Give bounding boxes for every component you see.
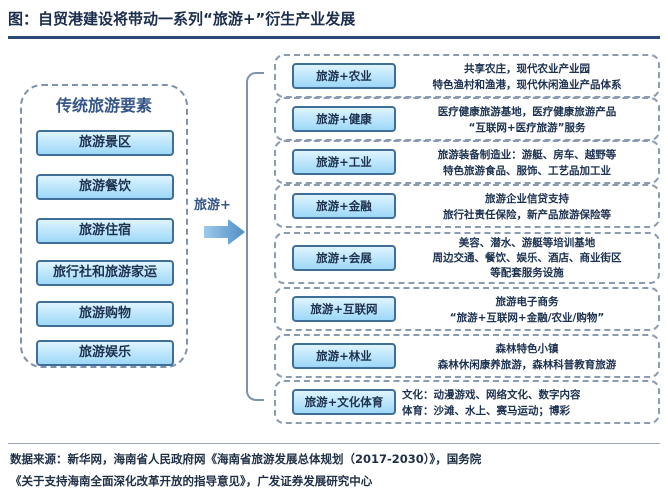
industry-label: 旅游+农业 bbox=[292, 63, 396, 89]
source-line: 数据来源：新华网，海南省人民政府网《海南省旅游发展总体规划（2017-2030）… bbox=[10, 452, 482, 466]
industry-description: 旅游企业信贷支持 旅行社责任保险，新产品旅游保险等 bbox=[443, 193, 611, 221]
industry-row-culture-sports: 旅游+文化体育 文化：动漫游戏、网络文化、数字内容 体育：沙滩、水上、赛马运动；… bbox=[274, 380, 660, 424]
industry-bracket bbox=[246, 72, 264, 401]
industry-row-internet: 旅游+互联网 旅游电子商务 “旅游+互联网+金融/农业/购物” bbox=[274, 287, 660, 331]
industry-label: 旅游+金融 bbox=[292, 193, 396, 219]
industry-row-health: 旅游+健康 医疗健康旅游基地，医疗健康旅游产品 “互联网+医疗旅游”服务 bbox=[274, 97, 660, 141]
industry-description: 文化：动漫游戏、网络文化、数字内容 体育：沙滩、水上、赛马运动；博彩 bbox=[402, 389, 581, 417]
industry-label: 旅游+互联网 bbox=[292, 296, 396, 322]
traditional-item: 旅游住宿 bbox=[36, 218, 174, 244]
industry-description: 旅游装备制造业：游艇、房车、越野等 特色旅游食品、服饰、工艺品加工业 bbox=[437, 149, 617, 177]
industry-row-forestry: 旅游+林业 森林特色小镇 森林休闲康养旅游，森林科普教育旅游 bbox=[274, 334, 660, 378]
traditional-item: 旅行社和旅游家运 bbox=[36, 260, 174, 286]
industry-description: 医疗健康旅游基地，医疗健康旅游产品 “互联网+医疗旅游”服务 bbox=[437, 106, 617, 134]
industry-label: 旅游+林业 bbox=[292, 343, 396, 369]
industry-label: 旅游+工业 bbox=[292, 149, 396, 175]
traditional-item: 旅游景区 bbox=[36, 130, 174, 156]
traditional-elements-panel: 传统旅游要素 旅游景区 旅游餐饮 旅游住宿 旅行社和旅游家运 旅游购物 旅游娱乐 bbox=[20, 84, 188, 368]
traditional-elements-title: 传统旅游要素 bbox=[55, 96, 152, 115]
industry-row-agriculture: 旅游+农业 共享农庄，现代农业产业园 特色渔村和渔港，现代休闲渔业产品体系 bbox=[274, 54, 660, 98]
industry-row-exhibition: 旅游+会展 美容、潜水、游艇等培训基地 周边交通、餐饮、娱乐、酒店、商业街区 等… bbox=[274, 232, 660, 284]
industry-label: 旅游+健康 bbox=[292, 106, 396, 132]
industry-label: 旅游+文化体育 bbox=[292, 389, 396, 415]
footer-rule bbox=[8, 443, 660, 444]
industry-row-finance: 旅游+金融 旅游企业信贷支持 旅行社责任保险，新产品旅游保险等 bbox=[274, 184, 660, 228]
traditional-item: 旅游娱乐 bbox=[36, 340, 174, 366]
industry-description: 旅游电子商务 “旅游+互联网+金融/农业/购物” bbox=[449, 296, 605, 324]
source-note: 数据来源：新华网，海南省人民政府网《海南省旅游发展总体规划（2017-2030）… bbox=[10, 448, 658, 492]
traditional-item: 旅游餐饮 bbox=[36, 174, 174, 200]
traditional-item: 旅游购物 bbox=[36, 301, 174, 327]
right-arrow-icon bbox=[204, 219, 245, 245]
title-rule bbox=[8, 36, 660, 39]
industry-description: 美容、潜水、游艇等培训基地 周边交通、餐饮、娱乐、酒店、商业街区 等配套服务设施 bbox=[432, 237, 622, 279]
figure-title: 图：自贸港建设将带动一系列“旅游+”衍生产业发展 bbox=[8, 10, 356, 28]
source-line: 《关于支持海南全面深化改革开放的指导意见》，广发证券发展研究中心 bbox=[10, 474, 373, 488]
industry-description: 森林特色小镇 森林休闲康养旅游，森林科普教育旅游 bbox=[437, 343, 617, 371]
industry-description: 共享农庄，现代农业产业园 特色渔村和渔港，现代休闲渔业产品体系 bbox=[432, 63, 622, 91]
tourism-plus-label: 旅游+ bbox=[194, 198, 231, 213]
industry-label: 旅游+会展 bbox=[292, 245, 396, 271]
industry-row-industry: 旅游+工业 旅游装备制造业：游艇、房车、越野等 特色旅游食品、服饰、工艺品加工业 bbox=[274, 140, 660, 184]
